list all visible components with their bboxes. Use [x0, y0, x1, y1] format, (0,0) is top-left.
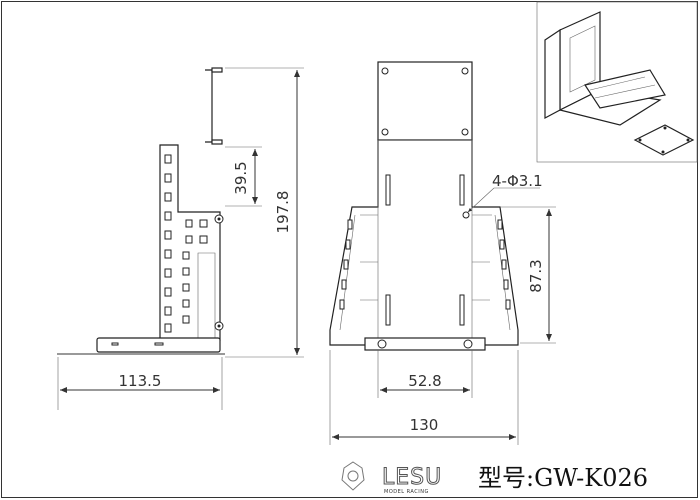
isometric-inset [536, 1, 698, 163]
brand-subtitle: MODEL RACING [384, 489, 429, 495]
dim-87-3: 87.3 [527, 259, 545, 292]
dim-130: 130 [410, 416, 439, 434]
dim-197-8: 197.8 [274, 191, 292, 234]
brand-logo: LESU [382, 465, 442, 490]
model-number: 型号:GW-K026 [478, 464, 648, 492]
front-view [329, 61, 519, 351]
dim-hole-spec: 4-Φ3.1 [492, 172, 543, 190]
side-view [57, 67, 225, 355]
dim-39-5: 39.5 [232, 161, 250, 194]
dim-113-5: 113.5 [119, 372, 162, 390]
lion-logo [341, 461, 365, 491]
dim-52-8: 52.8 [408, 372, 441, 390]
